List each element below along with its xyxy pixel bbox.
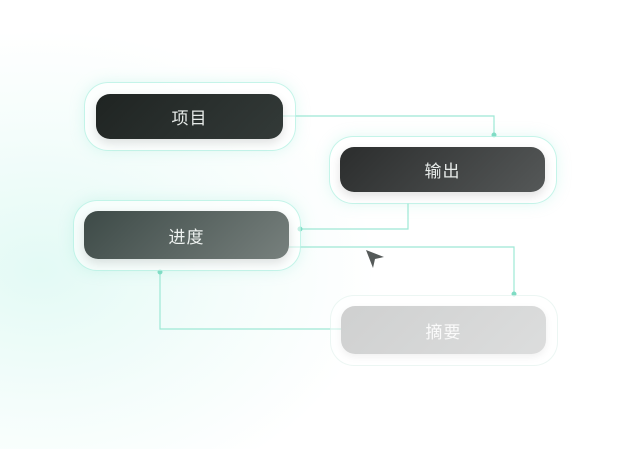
node-summary[interactable]: 摘要 <box>341 306 546 354</box>
node-progress[interactable]: 进度 <box>84 211 289 259</box>
edge-n2-n3 <box>300 203 409 230</box>
node-output[interactable]: 输出 <box>340 147 545 192</box>
node-label: 进度 <box>168 227 205 248</box>
node-label: 摘要 <box>425 322 462 343</box>
arrow-pointer-icon <box>366 250 384 268</box>
edge-n1-n2 <box>283 115 495 135</box>
node-project[interactable]: 项目 <box>96 94 283 139</box>
edge-n3-n4 <box>289 246 515 294</box>
edge-n4-n3 <box>159 272 341 330</box>
node-label: 输出 <box>424 162 461 182</box>
node-label: 项目 <box>171 109 208 129</box>
